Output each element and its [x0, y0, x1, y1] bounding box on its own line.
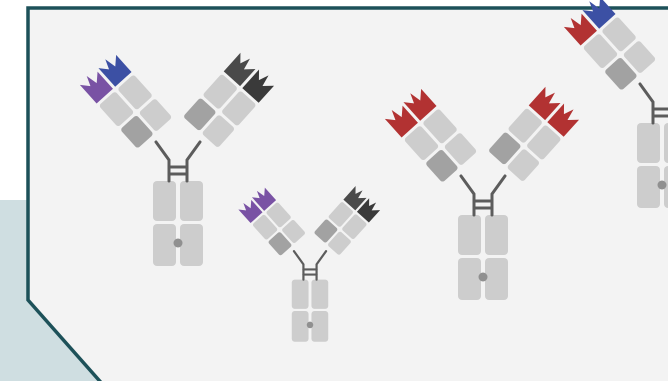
fc-domain: [180, 224, 203, 266]
fc-domain: [153, 181, 176, 221]
fc-domain: [485, 258, 508, 300]
fc-dot: [307, 322, 314, 329]
fc-dot: [174, 239, 183, 248]
fc-domain: [292, 311, 309, 342]
fc-domain: [485, 215, 508, 255]
fc-domain: [292, 280, 309, 309]
fc-domain: [311, 280, 328, 309]
fc-domain: [153, 224, 176, 266]
fc-domain: [311, 311, 328, 342]
fc-domain: [458, 258, 481, 300]
fc-domain: [180, 181, 203, 221]
fc-domain: [637, 166, 660, 208]
fc-dot: [658, 181, 667, 190]
fc-dot: [479, 273, 488, 282]
fc-domain: [458, 215, 481, 255]
fc-domain: [664, 123, 668, 163]
fc-domain: [637, 123, 660, 163]
